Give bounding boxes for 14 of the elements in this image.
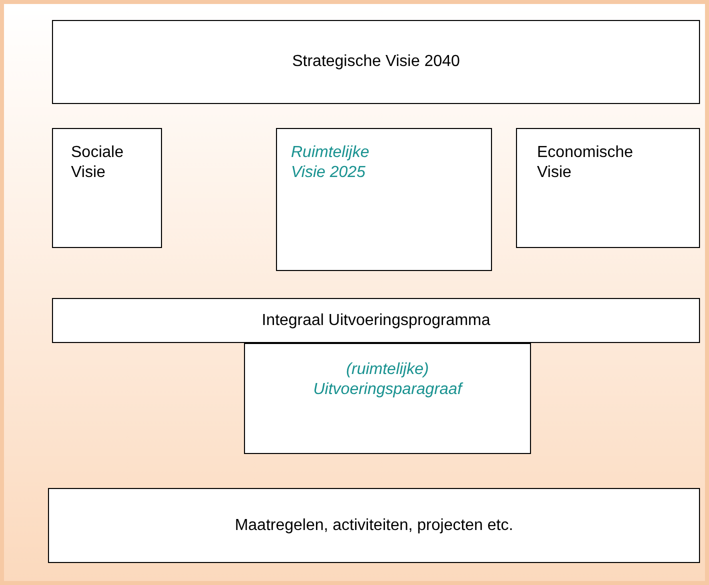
box-label: Strategische Visie 2040 [292, 52, 460, 72]
box-label: Sociale Visie [71, 143, 124, 183]
text-box [48, 488, 700, 563]
box-label: (ruimtelijke) Uitvoeringsparagraaf [312, 360, 464, 400]
box-label: Economische Visie [537, 143, 634, 183]
text-box [276, 128, 492, 271]
box-label: Maatregelen, activiteiten, projecten etc. [234, 516, 514, 536]
box-label: Ruimtelijke Visie 2025 [291, 143, 370, 183]
text-box [516, 128, 700, 248]
text-box [52, 20, 700, 104]
text-box [52, 128, 162, 248]
box-label: Integraal Uitvoeringsprogramma [262, 310, 490, 330]
text-box [52, 298, 700, 343]
text-box [244, 343, 531, 454]
